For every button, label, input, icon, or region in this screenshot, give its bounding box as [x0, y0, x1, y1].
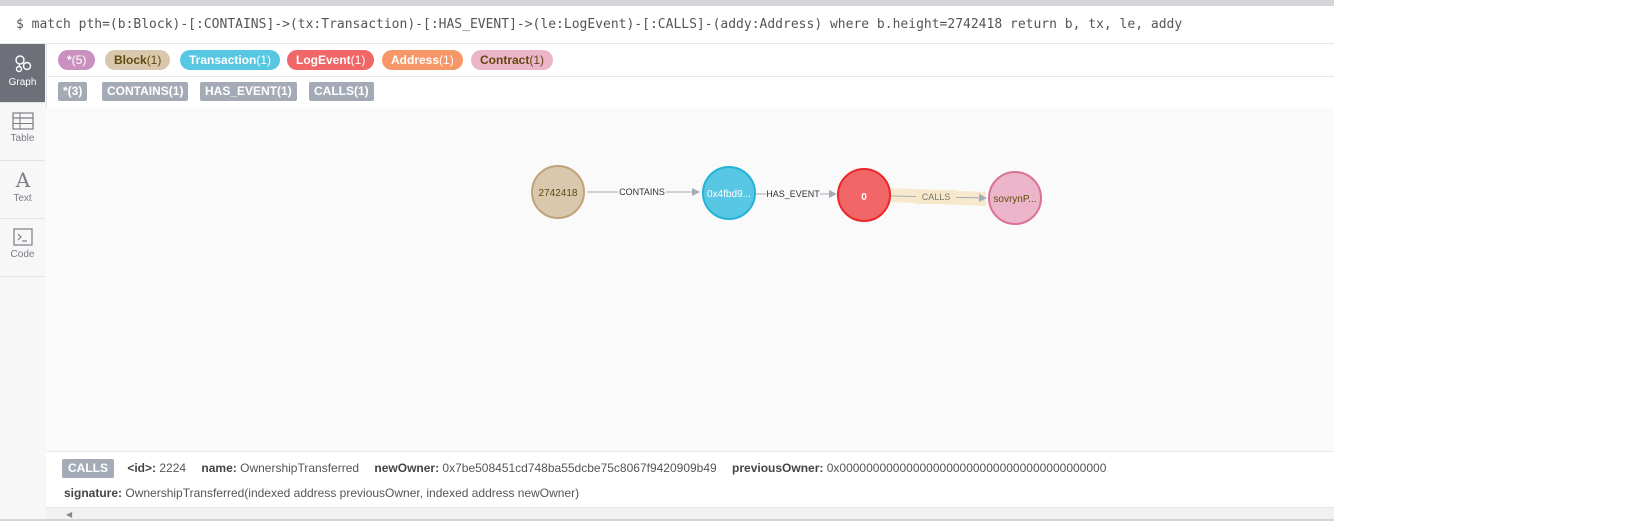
node-labels-legend: *(5) Block(1) Transaction(1) LogEvent(1)… — [46, 44, 1334, 77]
pill-count: (1) — [439, 53, 454, 67]
sidebar-item-code[interactable]: Code — [0, 218, 45, 277]
prop-key-signature: signature: — [64, 486, 123, 500]
rel-tag-all[interactable]: *(3) — [58, 82, 88, 101]
graph-canvas[interactable]: CONTAINS HAS_EVENT CALLS 2742418 — [46, 108, 1334, 451]
tag-name: CALLS — [314, 84, 354, 98]
rel-tag-calls[interactable]: CALLS(1) — [309, 82, 374, 101]
pill-count: (1) — [350, 53, 366, 67]
sidebar-item-label: Text — [13, 193, 32, 204]
inspector-row-2: signature: OwnershipTransferred(indexed … — [64, 486, 579, 500]
relationship-types-legend: *(3) CONTAINS(1) HAS_EVENT(1) CALLS(1) — [46, 76, 1334, 109]
sidebar-item-table[interactable]: Table — [0, 102, 45, 161]
tag-count: (3) — [67, 84, 83, 98]
pill-name: * — [67, 53, 72, 67]
label-pill-all[interactable]: *(5) — [58, 50, 96, 70]
tag-name: * — [63, 84, 68, 98]
svg-text:A: A — [14, 170, 30, 190]
rel-tag-contains[interactable]: CONTAINS(1) — [102, 82, 189, 101]
tag-name: CONTAINS — [107, 84, 169, 98]
pill-count: (1) — [256, 53, 272, 67]
tag-name: HAS_EVENT — [205, 84, 278, 98]
label-pill-block[interactable]: Block(1) — [105, 50, 171, 70]
view-sidebar: Graph Table A Text Code — [0, 44, 47, 521]
prop-key-previous-owner: previousOwner: — [732, 461, 824, 475]
node-block[interactable]: 2742418 — [531, 165, 585, 219]
pill-name: Contract — [480, 53, 530, 67]
edge-calls[interactable]: CALLS — [889, 188, 987, 206]
label-pill-address[interactable]: Address(1) — [382, 50, 463, 70]
prop-key-name: name: — [201, 461, 237, 475]
edge-has-event[interactable]: HAS_EVENT — [756, 186, 837, 202]
graph-svg: CONTAINS HAS_EVENT CALLS 2742418 — [531, 165, 1042, 225]
edge-contains[interactable]: CONTAINS — [587, 184, 700, 200]
prop-key-new-owner: newOwner: — [374, 461, 440, 475]
prop-val-name: OwnershipTransferred — [240, 461, 360, 475]
edge-label: CALLS — [922, 192, 951, 202]
sidebar-item-label: Graph — [8, 77, 37, 88]
pill-count: (1) — [529, 53, 545, 67]
node-caption: 0x4fbd9... — [707, 189, 751, 200]
inspector-panel: CALLS <id>: 2224 name: OwnershipTransfer… — [46, 451, 1334, 508]
code-icon — [12, 228, 33, 246]
query-editor[interactable]: $ match pth=(b:Block)-[:CONTAINS]->(tx:T… — [0, 6, 1334, 44]
node-caption: sovrynP... — [993, 194, 1036, 205]
pill-count: (5) — [71, 53, 87, 67]
label-pill-logevent[interactable]: LogEvent(1) — [287, 50, 375, 70]
pill-count: (1) — [146, 53, 162, 67]
sidebar-item-label: Code — [10, 249, 35, 260]
graph-icon — [14, 55, 31, 73]
node-caption: 0 — [861, 192, 867, 203]
rel-tag-has-event[interactable]: HAS_EVENT(1) — [200, 82, 297, 101]
bottom-border — [0, 519, 1334, 521]
node-caption: 2742418 — [539, 188, 578, 199]
label-pill-contract[interactable]: Contract(1) — [471, 50, 554, 70]
selected-rel-type-tag[interactable]: CALLS — [62, 459, 114, 478]
browser-frame: $ match pth=(b:Block)-[:CONTAINS]->(tx:T… — [0, 0, 1334, 521]
scroll-left-icon[interactable]: ◀ — [66, 510, 73, 519]
pill-name: Transaction — [189, 53, 257, 67]
tag-count: (1) — [168, 84, 184, 98]
pill-name: Block — [114, 53, 147, 67]
sidebar-item-text[interactable]: A Text — [0, 160, 45, 219]
tag-count: (1) — [277, 84, 292, 98]
edge-label: HAS_EVENT — [766, 189, 820, 199]
node-logevent[interactable]: 0 — [837, 168, 891, 222]
pill-name: LogEvent — [296, 53, 351, 67]
edge-label: CONTAINS — [619, 187, 665, 197]
prop-val-signature: OwnershipTransferred(indexed address pre… — [125, 486, 580, 500]
horizontal-scrollbar[interactable]: ◀ — [46, 507, 1334, 520]
sidebar-item-label: Table — [10, 133, 35, 144]
node-contract[interactable]: sovrynP... — [988, 171, 1042, 225]
prop-val-previous-owner: 0x00000000000000000000000000000000000000… — [826, 461, 1107, 475]
prop-key-id: <id>: — [127, 461, 157, 475]
text-icon: A — [14, 170, 30, 190]
tag-count: (1) — [354, 84, 369, 98]
table-icon — [11, 112, 34, 130]
prop-val-id: 2224 — [159, 461, 187, 475]
node-transaction[interactable]: 0x4fbd9... — [702, 166, 756, 220]
pill-name: Address — [391, 53, 440, 67]
label-pill-transaction[interactable]: Transaction(1) — [180, 50, 281, 70]
sidebar-item-graph[interactable]: Graph — [0, 44, 45, 103]
inspector-row-1: CALLS <id>: 2224 name: OwnershipTransfer… — [62, 459, 1106, 478]
prop-val-new-owner: 0x7be508451cd748ba55dcbe75c8067f9420909b… — [442, 461, 717, 475]
top-border — [0, 0, 1334, 6]
